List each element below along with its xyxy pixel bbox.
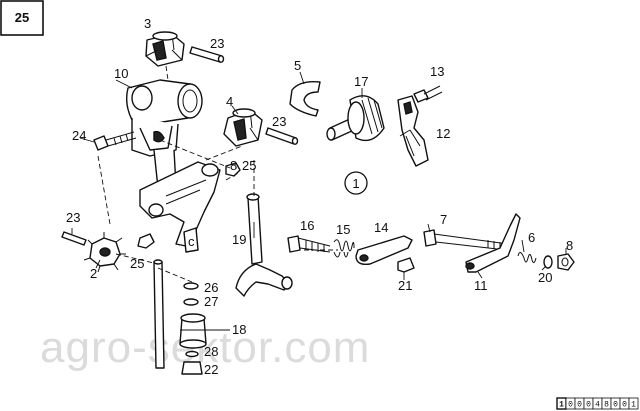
part-19-shaft-lever: [235, 193, 293, 297]
vertical-pin-shaft: [153, 259, 165, 369]
reference-code-digit: 0: [613, 401, 618, 410]
callout-25-lower: 25: [130, 256, 144, 271]
reference-code-digit: 8: [604, 401, 609, 410]
callout-23-top: 23: [210, 36, 224, 51]
part-23-pin-middle: [265, 127, 299, 145]
callout-23-middle: 23: [272, 114, 286, 129]
bracket-mark-c: c: [188, 234, 195, 249]
page-number: 25: [15, 10, 29, 25]
assembly-guide-lines: [97, 65, 338, 283]
part-3-spool: [145, 31, 185, 67]
page-number-badge: 25: [0, 0, 44, 36]
reference-code-cell: [628, 397, 639, 410]
callout-14: 14: [374, 220, 388, 235]
callout-27: 27: [204, 294, 218, 309]
part-2-gear: [83, 232, 126, 273]
callout-8-upper: 8: [230, 158, 237, 173]
callout-4: 4: [226, 94, 233, 109]
part-14-link: [355, 235, 413, 266]
reference-code-digit: 4: [595, 401, 600, 410]
part-20-washer: [543, 255, 553, 269]
part-12-shift-fork: [397, 95, 429, 167]
part-6-spring: [517, 252, 537, 264]
callout-3: 3: [144, 16, 151, 31]
reference-code-digit: 1: [559, 401, 564, 410]
mounting-bracket: c: [139, 161, 221, 253]
callout-22: 22: [204, 362, 218, 377]
part-26-washer: [183, 282, 199, 290]
group-marker-label: 1: [352, 176, 359, 191]
callout-19: 19: [232, 232, 246, 247]
reference-code-digit: 0: [577, 401, 582, 410]
callout-26: 26: [204, 280, 218, 295]
leader-lines: [71, 71, 567, 331]
part-5-clip: [289, 80, 321, 117]
part-callouts: 3 23 5 10 17 13 4 24 23 12 8 25 23 16 15…: [66, 16, 573, 377]
callout-18: 18: [232, 322, 246, 337]
reference-code-digit: 0: [622, 401, 627, 410]
callout-20: 20: [538, 270, 552, 285]
part-23-pin-top: [189, 46, 225, 63]
callout-16: 16: [300, 218, 314, 233]
part-28-washer: [185, 350, 199, 358]
callout-13: 13: [430, 64, 444, 79]
part-15-spring: [333, 239, 355, 258]
callout-2: 2: [90, 266, 97, 281]
callout-11: 11: [474, 278, 488, 293]
callout-21: 21: [398, 278, 412, 293]
callout-7: 7: [440, 212, 447, 227]
group-marker: 1: [344, 171, 368, 195]
callout-10: 10: [114, 66, 128, 81]
part-16-bolt: [287, 235, 331, 253]
callout-28: 28: [204, 344, 218, 359]
part-24-bolt: [93, 131, 137, 151]
part-8-hex-nut-right: [557, 253, 575, 271]
part-4-spool: [223, 108, 263, 147]
part-13-bolt: [413, 85, 443, 103]
reference-code-digit: 1: [631, 401, 636, 410]
part-17-shaft-gear: [326, 95, 385, 142]
callout-23-left: 23: [66, 210, 80, 225]
callout-5: 5: [294, 58, 301, 73]
part-7-long-bolt: [423, 229, 509, 251]
reference-code-digit: 0: [586, 401, 591, 410]
callout-8-right: 8: [566, 238, 573, 253]
part-8-hex-nut-upper: [225, 162, 241, 177]
callout-12: 12: [436, 126, 450, 141]
part-22-nut: [181, 361, 203, 375]
callout-15: 15: [336, 222, 350, 237]
part-21-nut: [397, 257, 415, 273]
part-10-housing: [125, 79, 203, 189]
part-25-nut-left: [137, 233, 155, 249]
reference-code-digit: 0: [568, 401, 573, 410]
part-18-roller: [179, 313, 207, 349]
callout-6: 6: [528, 230, 535, 245]
part-27-ring: [183, 298, 199, 306]
part-23-pin-left: [61, 231, 87, 246]
callout-17: 17: [354, 74, 368, 89]
callout-25-upper: 25: [242, 158, 256, 173]
callout-24: 24: [72, 128, 86, 143]
part-11-bracket: [465, 213, 521, 273]
